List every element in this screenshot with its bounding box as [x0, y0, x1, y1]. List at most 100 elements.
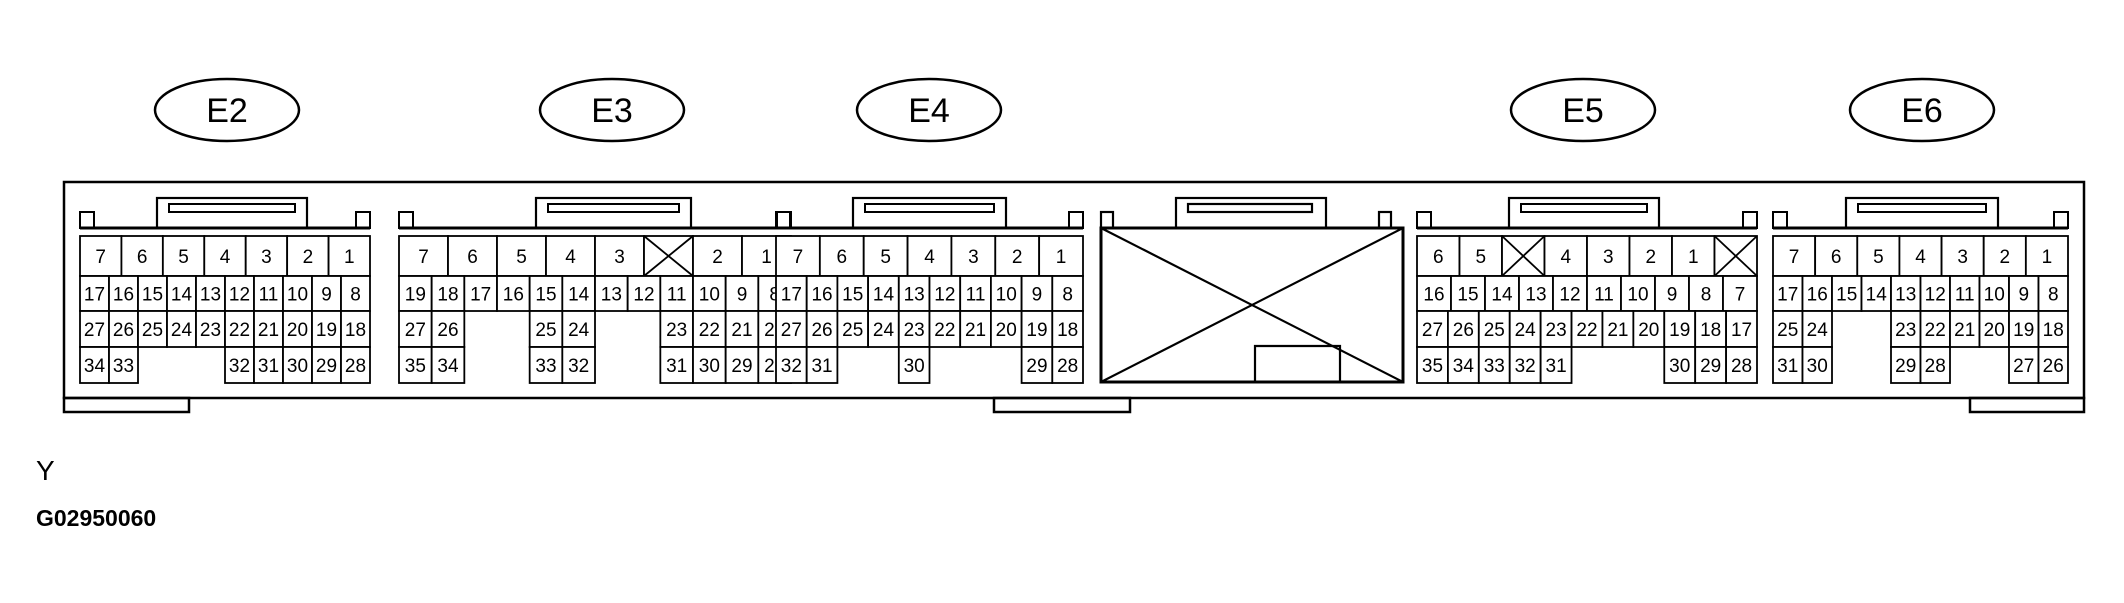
pin-cell: 31	[805, 346, 839, 384]
pin-cell-box	[724, 346, 760, 384]
pin-cell: 32	[775, 346, 808, 384]
pin-cell: 11	[1586, 275, 1622, 312]
pin-number: 15	[142, 285, 163, 306]
pin-cell: 7	[79, 235, 123, 277]
blocked-pin	[1501, 235, 1546, 277]
pin-cell: 34	[1447, 346, 1480, 384]
pin-cell: 14	[561, 275, 596, 312]
connector-label-e6: E6	[1848, 77, 1996, 143]
pin-number: 14	[171, 285, 193, 306]
pin-cell: 29	[311, 346, 342, 384]
pin-number: 1	[1688, 247, 1699, 268]
pin-cell: 33	[1477, 346, 1511, 384]
connector-label-text: E3	[591, 92, 633, 130]
pin-cell-box	[1722, 275, 1758, 312]
figure-code: G02950060	[36, 505, 157, 531]
pin-number: 16	[503, 285, 524, 306]
pin-cell: 3	[1586, 235, 1631, 277]
pin-cell: 20	[990, 310, 1023, 348]
pin-number: 15	[1836, 285, 1857, 306]
pin-cell-box	[79, 235, 123, 277]
pin-cell: 24	[561, 310, 596, 348]
pin-cell-box	[1949, 275, 1981, 312]
pin-number: 23	[200, 320, 221, 341]
pin-number: 30	[1669, 356, 1690, 377]
pin-cell: 5	[1856, 235, 1901, 277]
pin-cell: 32	[1508, 346, 1542, 384]
connector-ear-left	[1772, 211, 1788, 229]
pin-cell-box	[311, 310, 342, 348]
connector-label-ellipse	[538, 77, 686, 143]
pin-cell: 20	[282, 310, 313, 348]
pin-cell: 1	[2024, 235, 2069, 277]
pin-number: 26	[2043, 356, 2064, 377]
pin-number: 6	[1831, 247, 1842, 268]
pin-cell: 12	[626, 275, 662, 312]
pin-cell: 5	[1458, 235, 1503, 277]
pin-cell: 21	[1949, 310, 1981, 348]
pin-number: 18	[1700, 320, 1721, 341]
pin-cell-box	[430, 310, 466, 348]
pin-cell: 1	[1671, 235, 1716, 277]
pin-cell: 17	[79, 275, 110, 312]
pin-cell: 17	[1725, 310, 1758, 348]
connector-label-text: E4	[908, 92, 950, 130]
connector-ear-left	[398, 211, 414, 229]
pin-number: 8	[350, 285, 361, 306]
pin-number: 19	[405, 285, 426, 306]
pin-number: 1	[2042, 247, 2053, 268]
pin-cell-box	[1539, 346, 1573, 384]
pin-number: 28	[1057, 356, 1078, 377]
pin-cell-box	[1919, 346, 1951, 384]
pin-number: 6	[836, 247, 847, 268]
pin-number: 24	[568, 320, 590, 341]
pin-cell: 16	[805, 275, 839, 312]
pin-cell-box	[959, 310, 992, 348]
pin-number: 17	[1777, 285, 1798, 306]
pin-cell: 16	[1801, 275, 1833, 312]
pin-cell-box	[166, 310, 197, 348]
pin-cell-box	[1688, 275, 1724, 312]
pin-number: 2	[1645, 247, 1656, 268]
pin-cell: 13	[195, 275, 226, 312]
pin-number: 22	[1576, 320, 1597, 341]
pin-number: 31	[1546, 356, 1567, 377]
pin-number: 2	[1999, 247, 2010, 268]
pin-cell-box	[398, 310, 433, 348]
pin-number: 29	[1895, 356, 1916, 377]
pin-number: 23	[1895, 320, 1916, 341]
pin-cell: 14	[166, 275, 197, 312]
pin-cell: 9	[2008, 275, 2040, 312]
pin-number: 19	[2013, 320, 2034, 341]
pin-number: 20	[287, 320, 308, 341]
pin-number: 10	[699, 285, 720, 306]
pin-number: 21	[731, 320, 752, 341]
pin-cell: 27	[2008, 346, 2040, 384]
pin-number: 26	[811, 320, 832, 341]
pin-number: 23	[904, 320, 925, 341]
pin-cell: 25	[137, 310, 168, 348]
pin-number: 2	[712, 247, 723, 268]
pin-cell: 13	[1518, 275, 1554, 312]
center-module-ear-right	[1377, 210, 1393, 230]
center-module-cross-b	[1100, 227, 1404, 383]
blocked-pin	[643, 235, 694, 277]
pin-cell-box	[1450, 275, 1486, 312]
pin-cell: 22	[1919, 310, 1951, 348]
pin-number: 7	[1735, 285, 1746, 306]
connector-label-ellipse	[1509, 77, 1657, 143]
pin-cell-box	[1890, 310, 1922, 348]
pin-cell: 29	[1694, 346, 1727, 384]
pin-number: 2	[1012, 247, 1023, 268]
center-module-notch	[1253, 344, 1342, 382]
pin-number: 27	[1422, 320, 1443, 341]
pin-cell: 2	[994, 235, 1041, 277]
pin-cell: 12	[1919, 275, 1951, 312]
pin-number: 1	[761, 247, 772, 268]
pin-cell: 34	[79, 346, 110, 384]
